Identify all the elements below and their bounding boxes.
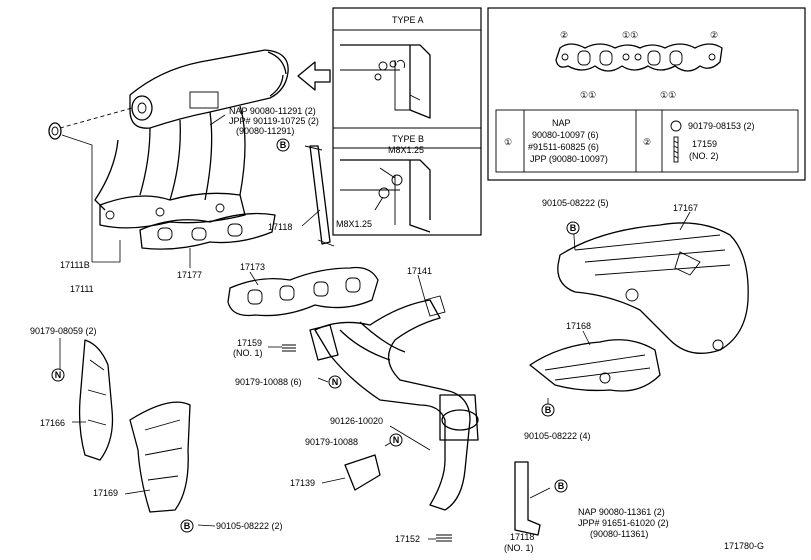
label-90105-top: 90105-08222 (5) xyxy=(542,198,609,208)
exhaust-manifold-17141 xyxy=(309,295,479,511)
type-b-bolt-top-label: M8X1.25 xyxy=(388,145,424,155)
legend-table xyxy=(495,109,799,173)
marker-b-4-label: B xyxy=(184,521,191,531)
legend-row1-line1: NAP xyxy=(552,118,571,128)
heat-insulator-17169 xyxy=(129,401,191,513)
label-17111: 17111 xyxy=(70,284,94,294)
heat-insulator-17168 xyxy=(529,339,661,392)
label-17118-top: 17118 xyxy=(268,222,292,232)
label-90179-08059: 90179-08059 (2) xyxy=(30,326,97,336)
type-b-title: TYPE B xyxy=(392,134,424,144)
marker-n-3-label: N xyxy=(393,435,400,445)
label-17159-no1-b: (NO. 1) xyxy=(233,348,263,358)
bottom-note-line1: NAP 90080-11361 (2) xyxy=(578,507,665,517)
label-90105-bot: 90105-08222 (2) xyxy=(216,521,283,531)
heat-insulator-17166 xyxy=(78,339,114,461)
label-17152: 17152 xyxy=(395,534,420,544)
label-90179-10088-b: 90179-10088 xyxy=(305,437,358,447)
label-17139: 17139 xyxy=(290,478,315,488)
stay-17118-no1 xyxy=(514,461,541,536)
label-17141: 17141 xyxy=(407,266,432,276)
marker-b-1: B xyxy=(276,138,290,152)
gasket-mark-top-mid: ①① xyxy=(622,30,638,40)
legend-row2-symbol: ② xyxy=(643,137,651,147)
legend-row1-line3: #91511-60825 (6) xyxy=(528,142,599,152)
legend-row2-line1: 90179-08153 (2) xyxy=(688,121,755,131)
marker-b-2: B xyxy=(566,221,580,235)
gasket-legend: ② ①① ② ①① ①① ① NAP 90080-10097 (6) #9151… xyxy=(487,7,806,181)
marker-n-1-label: N xyxy=(55,370,62,380)
label-90179-10088-a: 90179-10088 (6) xyxy=(235,377,302,387)
gasket-17177 xyxy=(139,212,276,250)
type-panel-frame xyxy=(332,7,482,236)
marker-n-2-label: N xyxy=(332,377,339,387)
manifold-note-line2: JPP# 90119-10725 (2) xyxy=(229,116,319,126)
stud-bolt-17152 xyxy=(436,534,452,542)
gasket-17173 xyxy=(227,266,379,317)
marker-b-2-label: B xyxy=(570,223,577,233)
bracket-17139 xyxy=(344,454,381,491)
stay-17118 xyxy=(304,145,335,247)
leader-lines xyxy=(59,114,691,540)
reference-code: 171780-G xyxy=(724,541,764,551)
legend-row2-line2: 17159 xyxy=(692,139,717,149)
gasket-mark-bottom-left: ①① xyxy=(580,90,596,100)
legend-row2-line3: (NO. 2) xyxy=(689,151,719,161)
ring-gasket xyxy=(48,122,62,140)
label-17118-bot-b: (NO. 1) xyxy=(504,543,534,553)
bottom-note-line2: JPP# 91651-61020 (2) xyxy=(578,518,669,528)
gasket-mark-bottom-right: ①① xyxy=(660,90,676,100)
label-90105-mid: 90105-08222 (4) xyxy=(524,431,591,441)
marker-n-1: N xyxy=(51,368,65,382)
label-17166: 17166 xyxy=(40,418,65,428)
label-17118-bot-a: 17118 xyxy=(510,532,534,542)
marker-b-3-label: B xyxy=(545,405,552,415)
type-b-bracket xyxy=(340,159,431,233)
marker-b-1-label: B xyxy=(280,140,287,150)
type-a-bracket xyxy=(340,44,431,119)
marker-b-5: B xyxy=(554,479,568,493)
marker-b-3: B xyxy=(541,403,555,417)
gasket-outline xyxy=(555,43,723,72)
manifold-note-line1: NAP 90080-11291 (2) xyxy=(229,106,316,116)
type-a-title: TYPE A xyxy=(392,15,424,25)
marker-n-3: N xyxy=(389,433,403,447)
gasket-mark-top-left: ② xyxy=(560,30,568,40)
legend-row1-line4: JPP (90080-10097) xyxy=(530,154,608,164)
type-b-bolt-bottom-label: M8X1.25 xyxy=(336,219,372,229)
label-17177: 17177 xyxy=(177,270,202,280)
label-17173: 17173 xyxy=(240,262,265,272)
marker-b-5-label: B xyxy=(558,481,565,491)
legend-row1-line2: 90080-10097 (6) xyxy=(532,130,599,140)
heat-insulator-17167 xyxy=(557,222,749,354)
type-panels: TYPE A TYPE B M8X1.25 M8X1.25 xyxy=(332,7,482,236)
stud-bolt-17159 xyxy=(282,344,296,352)
label-17159-no1-a: 17159 xyxy=(237,338,262,348)
label-17169: 17169 xyxy=(93,488,118,498)
gasket-legend-frame xyxy=(487,7,806,181)
manifold-note-line3: (90080-11291) xyxy=(236,126,294,136)
legend-row1-symbol: ① xyxy=(504,137,512,147)
bottom-note-line3: (90080-11361) xyxy=(590,529,648,539)
view-arrow-icon xyxy=(297,61,331,91)
gasket-mark-top-right: ② xyxy=(710,30,718,40)
callout-labels: NAP 90080-11291 (2) JPP# 90119-10725 (2)… xyxy=(30,106,764,553)
nut-icon xyxy=(670,120,682,163)
label-90126: 90126-10020 xyxy=(330,416,383,426)
marker-n-2: N xyxy=(328,375,342,389)
marker-b-4: B xyxy=(180,519,194,533)
label-17168: 17168 xyxy=(566,321,591,331)
label-17167: 17167 xyxy=(673,203,698,213)
manifold-17111 xyxy=(59,49,289,229)
label-17111b: 17111B xyxy=(60,260,90,270)
